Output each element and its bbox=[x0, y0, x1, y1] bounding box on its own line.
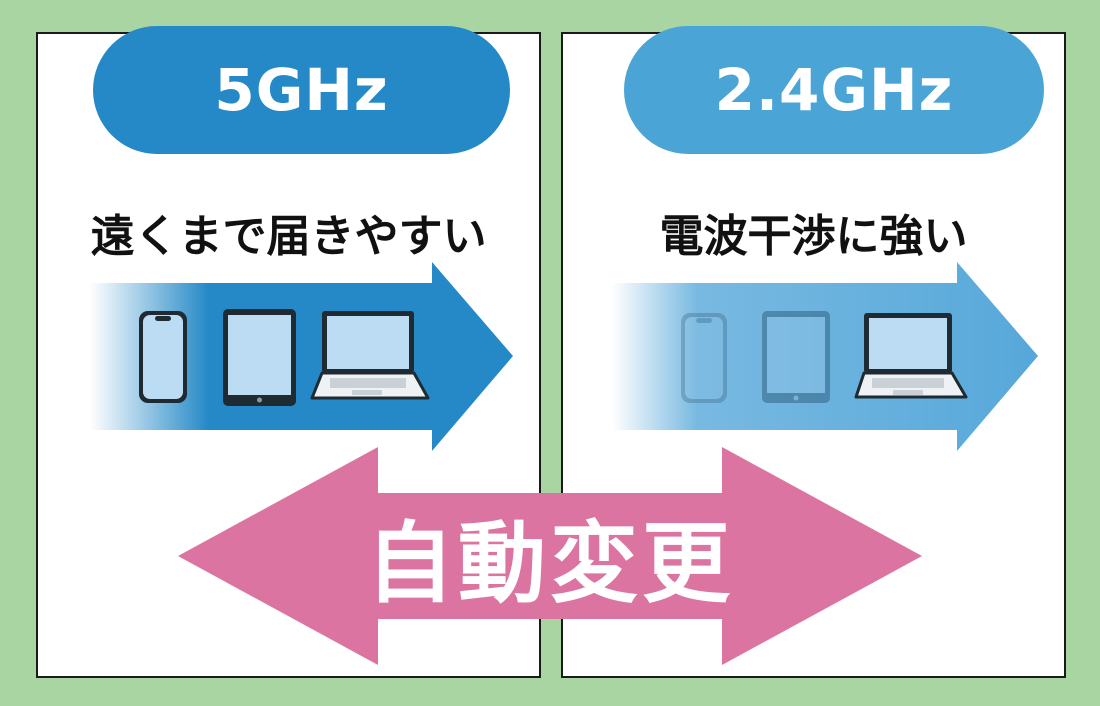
band-label-5ghz: 5GHz bbox=[214, 56, 389, 124]
feature-text-24ghz: 電波干渉に強い bbox=[659, 211, 968, 262]
band-pill-5ghz bbox=[93, 26, 510, 154]
feature-text-5ghz: 遠くまで届きやすい bbox=[90, 211, 487, 262]
tablet-icon bbox=[223, 309, 296, 406]
tablet-icon bbox=[762, 311, 830, 403]
band-label-24ghz: 2.4GHz bbox=[714, 56, 954, 124]
smartphone-icon bbox=[139, 311, 187, 403]
smartphone-icon bbox=[681, 313, 727, 403]
laptop-icon bbox=[310, 311, 430, 400]
auto-switch-arrow bbox=[178, 447, 922, 665]
signal-arrow-5ghz bbox=[90, 262, 513, 451]
laptop-icon bbox=[854, 313, 968, 399]
band-pill-24ghz bbox=[624, 26, 1044, 154]
auto-switch-label: 自動変更 bbox=[365, 511, 734, 615]
